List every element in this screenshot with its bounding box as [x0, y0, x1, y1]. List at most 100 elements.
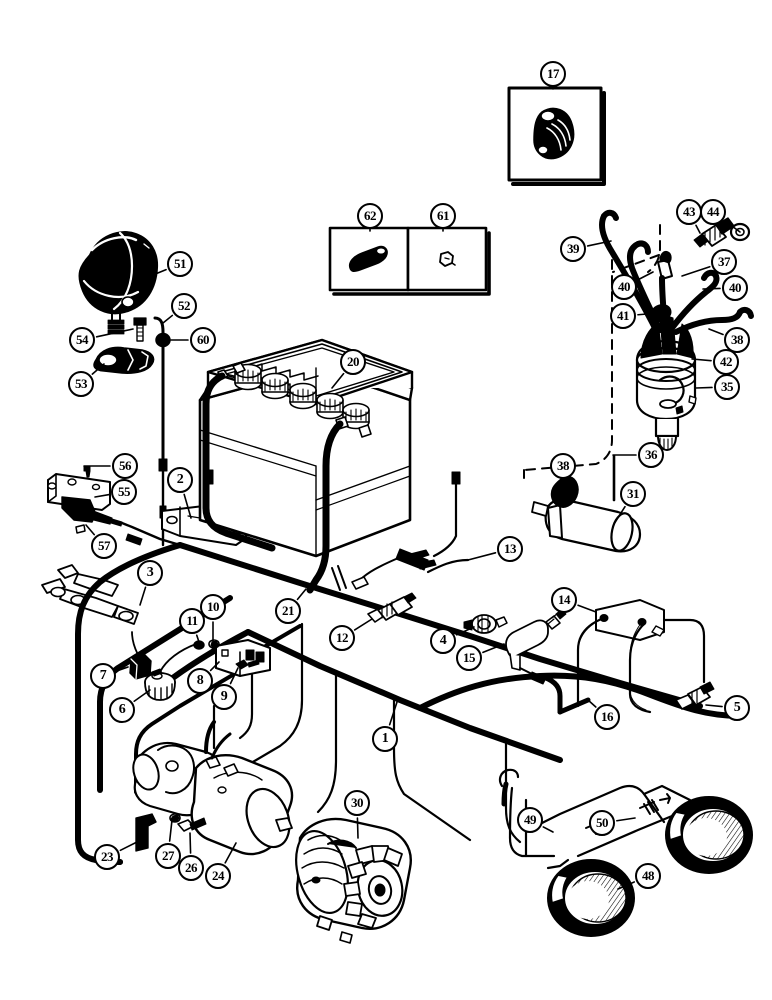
callout-10: 10	[200, 594, 226, 620]
callout-40: 40	[611, 274, 637, 300]
leader-line-12	[353, 618, 373, 631]
leader-line-2	[183, 493, 192, 519]
callout-44: 44	[700, 199, 726, 225]
leader-line-9	[229, 667, 239, 685]
spark-plug-43	[693, 217, 751, 248]
callout-27: 27	[155, 843, 181, 869]
callout-51: 51	[167, 251, 193, 277]
leader-line-21	[296, 588, 307, 601]
oil-pressure-switch-5	[675, 681, 715, 710]
leader-line-51	[147, 268, 167, 278]
leader-line-20	[331, 372, 345, 389]
sender-12	[367, 592, 417, 623]
leader-line-55	[94, 493, 111, 498]
work-lamp-assembly	[78, 231, 171, 547]
leader-line-11	[195, 634, 201, 646]
callout-11: 11	[179, 608, 205, 634]
callout-54: 54	[69, 327, 95, 353]
leader-line-16	[587, 699, 597, 708]
starter-motor-24	[132, 720, 294, 856]
leader-line-35	[695, 386, 713, 389]
callout-38: 38	[724, 327, 750, 353]
leader-line-4	[455, 626, 475, 636]
callout-4: 4	[430, 628, 456, 654]
starter-solenoid-23	[135, 813, 207, 852]
callout-6: 6	[109, 697, 135, 723]
leader-line-42	[691, 358, 712, 362]
callout-9: 9	[211, 684, 237, 710]
callout-55: 55	[111, 479, 137, 505]
leader-line-27	[168, 819, 173, 842]
callout-15: 15	[456, 645, 482, 671]
callout-21: 21	[275, 598, 301, 624]
callout-5: 5	[724, 695, 750, 721]
leader-line-40	[702, 287, 721, 290]
resistor-block-14	[577, 599, 665, 711]
leader-line-31	[613, 505, 626, 525]
callout-38: 38	[550, 453, 576, 479]
inset-box-17	[507, 86, 606, 186]
callout-43: 43	[676, 199, 702, 225]
callout-56: 56	[112, 453, 138, 479]
callout-24: 24	[205, 863, 231, 889]
switch-cluster	[129, 631, 271, 701]
leader-line-40	[636, 271, 654, 281]
leader-line-48	[617, 881, 636, 890]
callout-1: 1	[372, 726, 398, 752]
callout-31: 31	[620, 481, 646, 507]
leader-line-52	[162, 314, 174, 324]
leader-line-37	[681, 265, 711, 277]
callout-30: 30	[344, 790, 370, 816]
callout-14: 14	[551, 587, 577, 613]
ignition-coil-31	[531, 454, 642, 553]
leader-line-53	[91, 363, 105, 375]
leader-line-23	[119, 841, 138, 852]
callout-36: 36	[638, 442, 664, 468]
callout-26: 26	[178, 855, 204, 881]
leader-line-13	[467, 552, 497, 561]
leader-line-14	[577, 604, 597, 613]
callout-20: 20	[340, 349, 366, 375]
inset-box-62-61	[328, 226, 491, 296]
callout-52: 52	[171, 293, 197, 319]
callout-53: 53	[68, 371, 94, 397]
leader-line-1	[388, 698, 399, 726]
callout-16: 16	[594, 704, 620, 730]
leader-line-38	[708, 328, 724, 336]
callout-23: 23	[94, 844, 120, 870]
leader-line-54	[95, 328, 134, 338]
leader-line-6	[133, 689, 151, 703]
leader-line-7	[116, 666, 129, 672]
callout-2: 2	[167, 467, 193, 493]
regulator-assembly	[47, 465, 182, 547]
callout-61: 61	[430, 203, 456, 229]
leader-line-15	[482, 643, 505, 654]
leader-line-50	[616, 817, 636, 822]
callout-62: 62	[357, 203, 383, 229]
callout-35: 35	[714, 374, 740, 400]
distributor-assembly	[599, 209, 754, 451]
leader-line-26	[189, 832, 192, 854]
leader-line-3	[139, 586, 147, 606]
callout-60: 60	[190, 327, 216, 353]
callout-40: 40	[722, 275, 748, 301]
leader-line-39	[586, 240, 612, 247]
ground-strap-16	[557, 697, 591, 715]
leader-line-41	[637, 312, 660, 316]
callout-57: 57	[91, 533, 117, 559]
callout-49: 49	[517, 807, 543, 833]
callout-7: 7	[90, 663, 116, 689]
callout-17: 17	[540, 61, 566, 87]
leader-line-30	[356, 817, 359, 839]
alternator-30	[295, 817, 412, 944]
leader-line-44	[724, 220, 741, 233]
glow-plug-15	[505, 608, 567, 715]
leader-line-43	[695, 224, 701, 234]
leader-line-5	[705, 704, 723, 708]
callout-37: 37	[711, 249, 737, 275]
callout-8: 8	[187, 668, 213, 694]
harness-branch-13	[351, 471, 470, 590]
callout-48: 48	[635, 863, 661, 889]
